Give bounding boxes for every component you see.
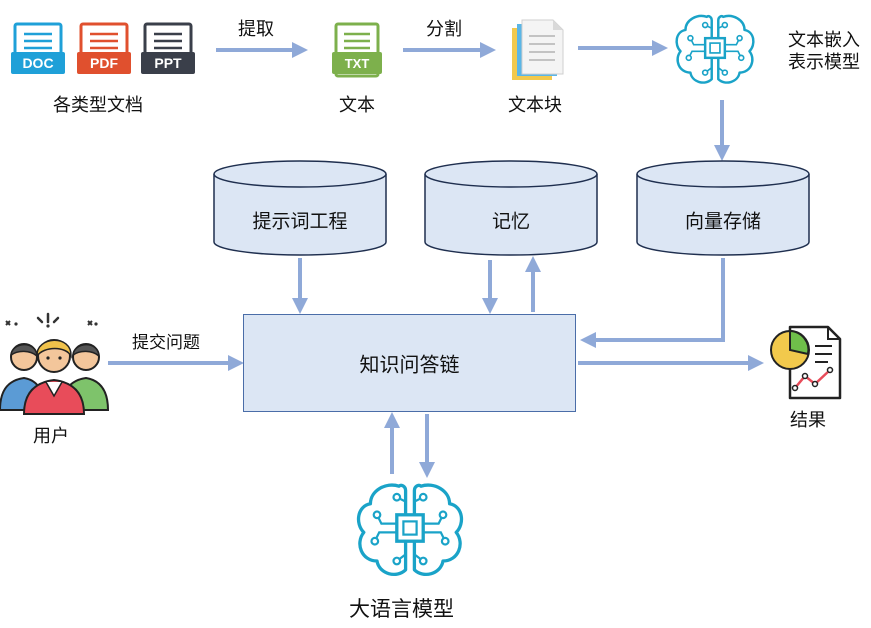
vector-store-cylinder [636, 160, 810, 256]
txt-file-icon: TXT [332, 22, 382, 78]
ppt-icon: PPT [141, 22, 195, 74]
prompt-engineering-label: 提示词工程 [252, 210, 348, 233]
svg-text:DOC: DOC [22, 55, 53, 71]
extract-label: 提取 [238, 19, 274, 40]
vector-store-label: 向量存储 [684, 210, 762, 233]
result-report-icon [770, 325, 842, 400]
pdf-icon: PDF [77, 22, 131, 74]
split-label: 分割 [426, 19, 462, 40]
prompt-cylinder [213, 160, 387, 256]
svg-text:TXT: TXT [345, 56, 370, 71]
svg-text:PDF: PDF [90, 55, 118, 71]
llm-caption: 大语言模型 [349, 597, 454, 621]
qa-chain-box: 知识问答链 [243, 314, 576, 412]
qa-chain-label: 知识问答链 [359, 352, 460, 377]
chunk-caption: 文本块 [508, 95, 562, 116]
doc-icon: DOC [11, 22, 65, 74]
memory-cylinder [424, 160, 598, 256]
user-caption: 用户 [33, 426, 69, 447]
llm-brain-icon [356, 483, 464, 577]
embedding-model-icon [675, 14, 755, 84]
embed-caption-line2: 表示模型 [788, 52, 860, 73]
vector-to-chain-arrow [580, 258, 725, 348]
memory-label: 记忆 [491, 210, 531, 233]
submit-question-label: 提交问题 [132, 333, 200, 353]
users-icon [0, 312, 110, 415]
embed-caption-line1: 文本嵌入 [788, 30, 860, 51]
documents-caption: 各类型文档 [53, 95, 143, 116]
text-chunk-icon [512, 19, 564, 80]
text-caption: 文本 [339, 95, 375, 116]
svg-text:PPT: PPT [154, 55, 182, 71]
result-caption: 结果 [790, 410, 826, 431]
